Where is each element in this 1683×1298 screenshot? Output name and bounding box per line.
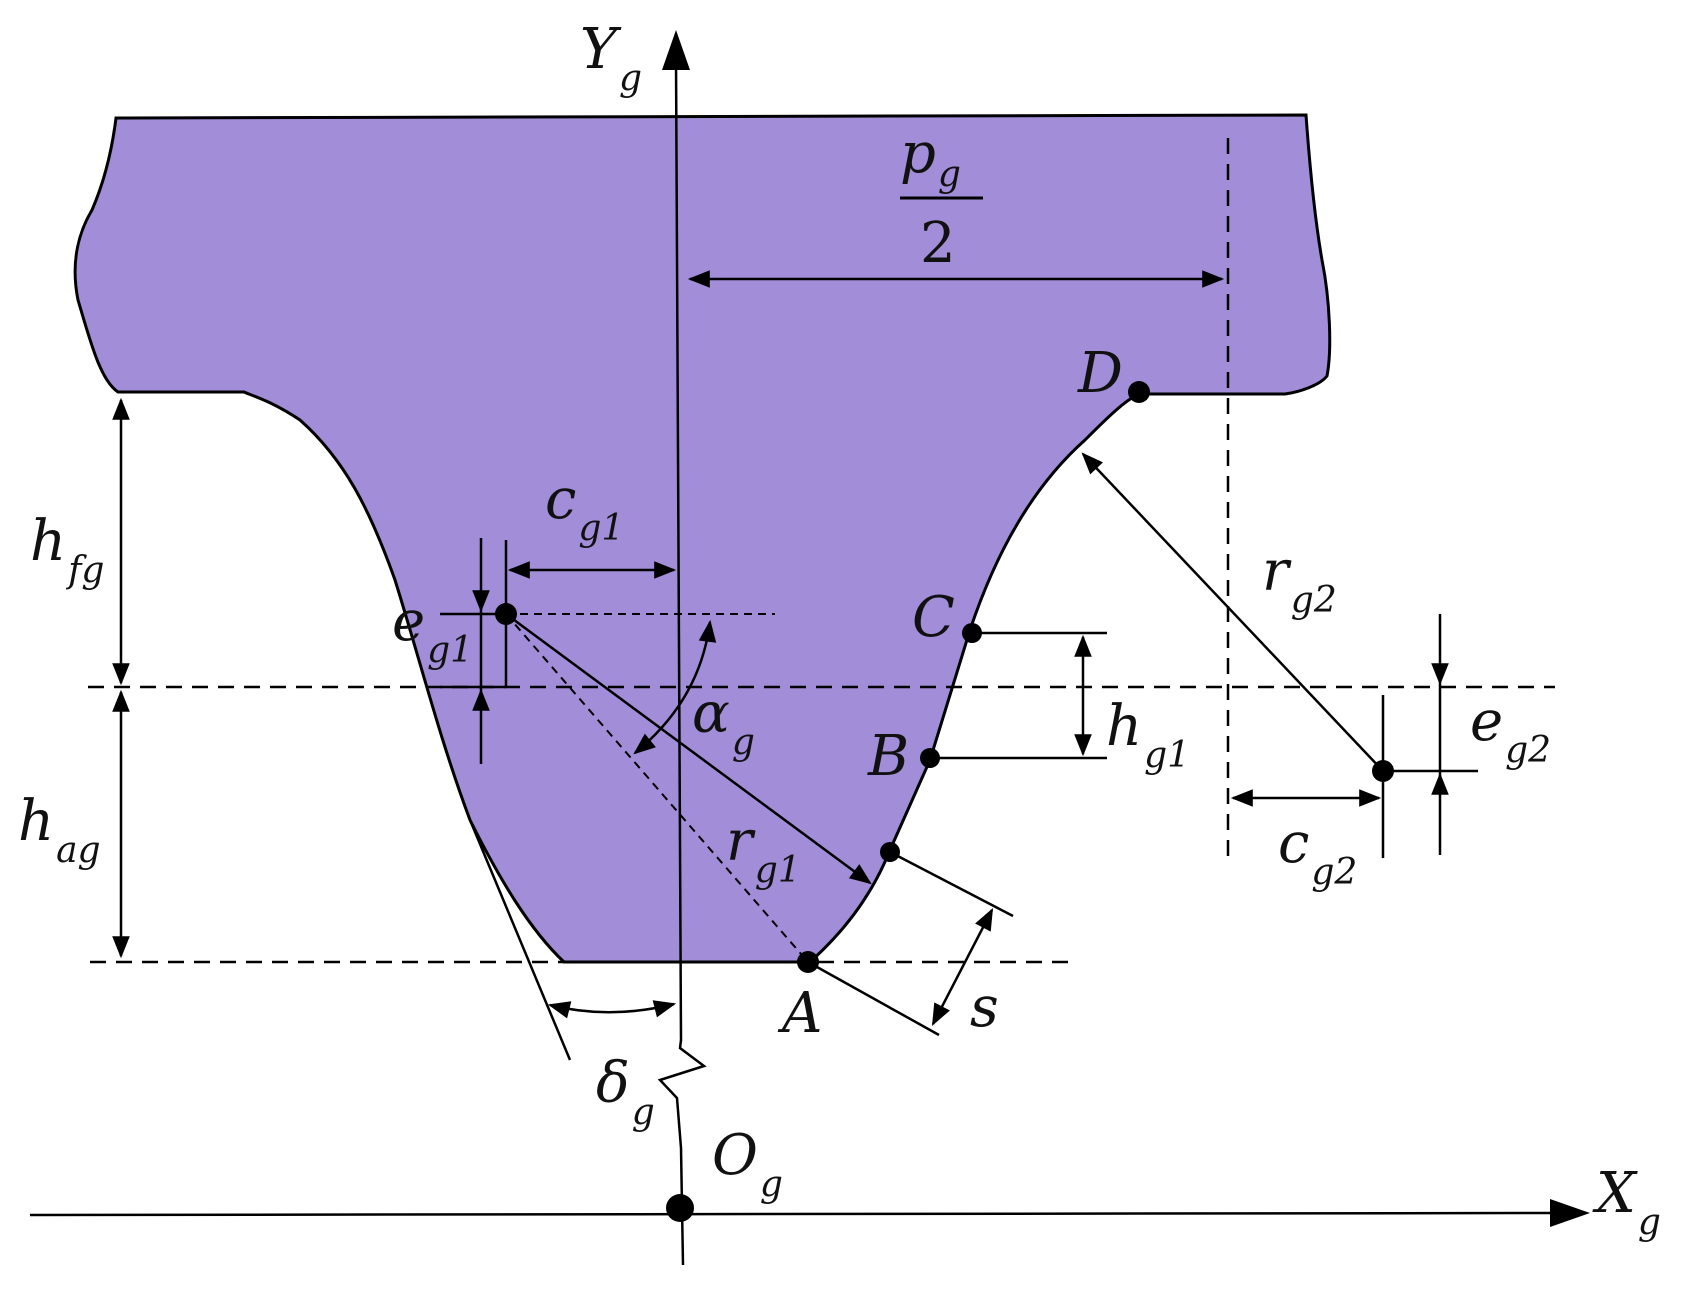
dashed-radius-line xyxy=(505,613,809,963)
rg2-label: rg2 xyxy=(1262,539,1337,621)
alpha-label: αg xyxy=(692,681,755,763)
y-axis-arrowhead xyxy=(662,30,690,70)
origin-point xyxy=(666,1194,694,1222)
eg1-label: eg1 xyxy=(392,589,473,671)
point-extra-marker xyxy=(880,842,900,862)
rg1-radius-line xyxy=(505,612,872,885)
rg2-radius-line xyxy=(1081,452,1384,772)
x-axis xyxy=(29,1211,1561,1217)
point-b-label: B xyxy=(867,724,909,789)
hg1-label: hg1 xyxy=(1106,694,1190,776)
point-a-label: A xyxy=(777,981,822,1046)
delta-ref-line xyxy=(468,819,572,1061)
s-dim-arrow xyxy=(931,908,994,1026)
point-a-marker xyxy=(797,951,819,973)
pitch-denominator-label: 2 xyxy=(920,211,956,276)
rg1-center-point xyxy=(495,603,517,625)
s-ext-line-1 xyxy=(889,850,1014,918)
s-label: s xyxy=(970,975,999,1040)
rg1-label: rg1 xyxy=(726,809,801,891)
y-axis-label: Yg xyxy=(580,17,642,99)
alpha-angle-arc xyxy=(633,619,717,755)
cg1-label: cg1 xyxy=(545,467,624,549)
hag-label: hag xyxy=(18,789,101,871)
point-c-label: C xyxy=(912,585,955,650)
origin-label: Og xyxy=(712,1123,783,1205)
hfg-label: hfg xyxy=(30,509,104,591)
eg2-label: eg2 xyxy=(1470,689,1551,771)
x-axis-label: Xg xyxy=(1592,1161,1661,1243)
point-d-label: D xyxy=(1077,341,1123,406)
point-d-marker xyxy=(1128,381,1150,403)
x-axis-arrowhead xyxy=(1550,1199,1590,1227)
delta-label: δg xyxy=(596,1051,655,1133)
point-c-marker xyxy=(962,623,982,643)
gear-tooth-body xyxy=(73,113,1332,964)
point-b-marker xyxy=(920,748,940,768)
delta-angle-arc xyxy=(547,1000,677,1019)
y-axis xyxy=(657,59,707,1266)
s-ext-line-2 xyxy=(807,960,940,1037)
cg2-label: cg2 xyxy=(1278,811,1357,893)
pitch-numerator-label: pg xyxy=(900,121,961,195)
